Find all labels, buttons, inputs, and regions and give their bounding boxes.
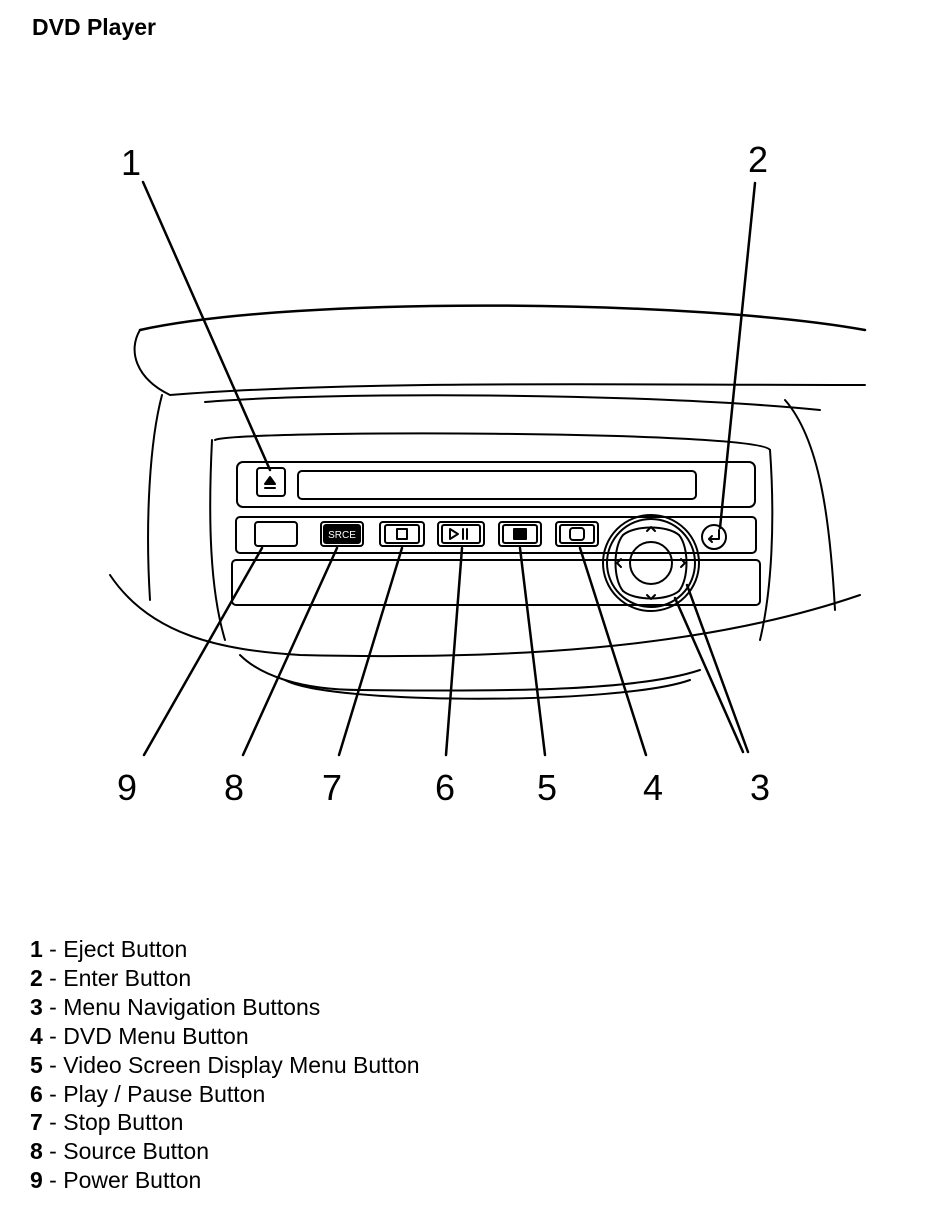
nav-left-button[interactable]: [614, 534, 624, 592]
legend-list: 1 - Eject Button 2 - Enter Button 3 - Me…: [30, 935, 420, 1195]
legend-item: 6 - Play / Pause Button: [30, 1080, 420, 1109]
power-button[interactable]: [254, 521, 298, 547]
legend-number: 8: [30, 1138, 43, 1165]
legend-separator: -: [42, 1080, 64, 1107]
display-menu-button[interactable]: [498, 521, 542, 547]
dvd-player-diagram: SRCE: [109, 139, 867, 808]
chevron-right-icon: [680, 558, 686, 568]
legend-number: 5: [30, 1051, 43, 1078]
disc-slot-area: [236, 461, 756, 508]
play-pause-button[interactable]: [437, 521, 485, 547]
source-button[interactable]: SRCE: [320, 521, 364, 547]
legend-item: 7 - Stop Button: [30, 1108, 420, 1137]
nav-right-button[interactable]: [678, 534, 688, 592]
leader-lines: [141, 180, 757, 757]
legend-separator: -: [42, 1051, 64, 1078]
legend-separator: -: [42, 936, 64, 962]
legend-separator: -: [42, 1167, 64, 1194]
enter-button[interactable]: [701, 524, 727, 550]
legend-text: Enter Button: [63, 964, 192, 991]
callout-4: 4: [643, 767, 663, 808]
legend-number: 7: [30, 1109, 43, 1136]
callout-5: 5: [537, 767, 557, 808]
chevron-left-icon: [616, 558, 622, 568]
legend-number: 1: [30, 936, 43, 962]
legend-text: Menu Navigation Buttons: [63, 993, 321, 1020]
callout-7: 7: [322, 767, 342, 808]
play-pause-icon: [449, 528, 468, 540]
chevron-up-icon: [646, 526, 656, 532]
stop-button[interactable]: [379, 521, 425, 547]
legend-item: 2 - Enter Button: [30, 964, 420, 993]
dvd-menu-button[interactable]: [555, 521, 599, 547]
legend-number: 3: [30, 993, 43, 1020]
legend-separator: -: [42, 1022, 64, 1049]
button-panel: [231, 516, 761, 606]
legend-text: Video Screen Display Menu Button: [63, 1051, 420, 1078]
legend-item: 5 - Video Screen Display Menu Button: [30, 1051, 420, 1080]
callout-8: 8: [224, 767, 244, 808]
legend-number: 4: [30, 1022, 43, 1049]
legend-text: Stop Button: [63, 1109, 184, 1136]
nav-center-button[interactable]: [629, 541, 673, 585]
enter-icon: [708, 529, 720, 540]
legend-item: 4 - DVD Menu Button: [30, 1022, 420, 1051]
legend-item: 3 - Menu Navigation Buttons: [30, 993, 420, 1022]
eject-icon: [264, 476, 276, 485]
page-title: DVD Player: [32, 14, 157, 40]
legend-item: 9 - Power Button: [30, 1166, 420, 1195]
eject-button[interactable]: [256, 467, 286, 497]
legend-text: Eject Button: [63, 936, 188, 962]
legend-separator: -: [42, 993, 64, 1020]
navigation-pad: [602, 514, 700, 612]
legend-number: 6: [30, 1080, 43, 1107]
legend-number: 9: [30, 1167, 43, 1194]
dvd-menu-icon: [569, 527, 585, 541]
enter-icon-arrow: [708, 535, 713, 543]
legend-text: DVD Menu Button: [63, 1022, 249, 1049]
legend-separator: -: [42, 1138, 64, 1165]
legend-number: 2: [30, 964, 43, 991]
legend-separator: -: [42, 1109, 64, 1136]
legend-separator: -: [42, 964, 64, 991]
legend-text: Play / Pause Button: [63, 1080, 266, 1107]
callout-1: 1: [121, 142, 141, 183]
legend-item: 1 - Eject Button: [30, 935, 420, 964]
console-housing: [109, 304, 867, 700]
callout-2: 2: [748, 139, 768, 180]
callout-3: 3: [750, 767, 770, 808]
nav-down-button[interactable]: [622, 590, 680, 600]
stop-icon: [396, 528, 408, 540]
callout-6: 6: [435, 767, 455, 808]
display-menu-icon: [513, 528, 527, 540]
legend-item: 8 - Source Button: [30, 1137, 420, 1166]
source-button-label: SRCE: [328, 530, 356, 541]
legend-text: Source Button: [63, 1138, 210, 1165]
nav-up-button[interactable]: [622, 526, 680, 536]
legend-text: Power Button: [63, 1167, 202, 1194]
chevron-down-icon: [646, 594, 656, 600]
callout-9: 9: [117, 767, 137, 808]
